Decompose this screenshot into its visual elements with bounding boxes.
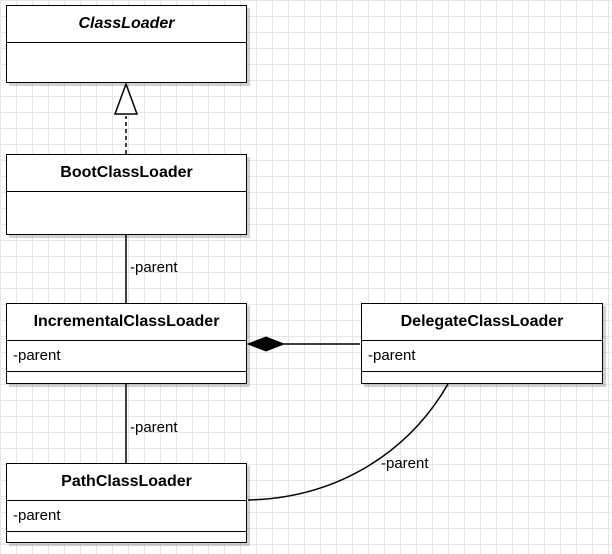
class-delegateclassloader[interactable]: DelegateClassLoader -parent <box>361 303 603 384</box>
class-bootclassloader[interactable]: BootClassLoader <box>6 154 247 235</box>
class-incrementalclassloader[interactable]: IncrementalClassLoader -parent <box>6 303 247 384</box>
edge-label-boot-incremental: -parent <box>130 259 178 276</box>
class-methods-section <box>7 372 246 383</box>
class-name-incrementalclassloader: IncrementalClassLoader <box>7 304 246 341</box>
attribute-parent: -parent <box>7 341 246 372</box>
attribute-parent: -parent <box>7 501 246 532</box>
class-pathclassloader[interactable]: PathClassLoader -parent <box>6 463 247 543</box>
class-name-classloader: ClassLoader <box>7 6 246 43</box>
class-methods-section <box>7 192 246 234</box>
composition-diamond <box>246 336 286 352</box>
edge-label-delegate-path: -parent <box>381 455 429 472</box>
class-methods-section <box>7 532 246 542</box>
class-methods-section <box>362 372 602 383</box>
association-curve-delegate-path <box>247 383 449 501</box>
class-name-bootclassloader: BootClassLoader <box>7 155 246 192</box>
realization-arrowhead <box>113 81 139 115</box>
class-name-pathclassloader: PathClassLoader <box>7 464 246 501</box>
class-methods-section <box>7 43 246 82</box>
class-name-delegateclassloader: DelegateClassLoader <box>362 304 602 341</box>
edge-label-incremental-path: -parent <box>130 419 178 436</box>
class-classloader[interactable]: ClassLoader <box>6 5 247 83</box>
attribute-parent: -parent <box>362 341 602 372</box>
